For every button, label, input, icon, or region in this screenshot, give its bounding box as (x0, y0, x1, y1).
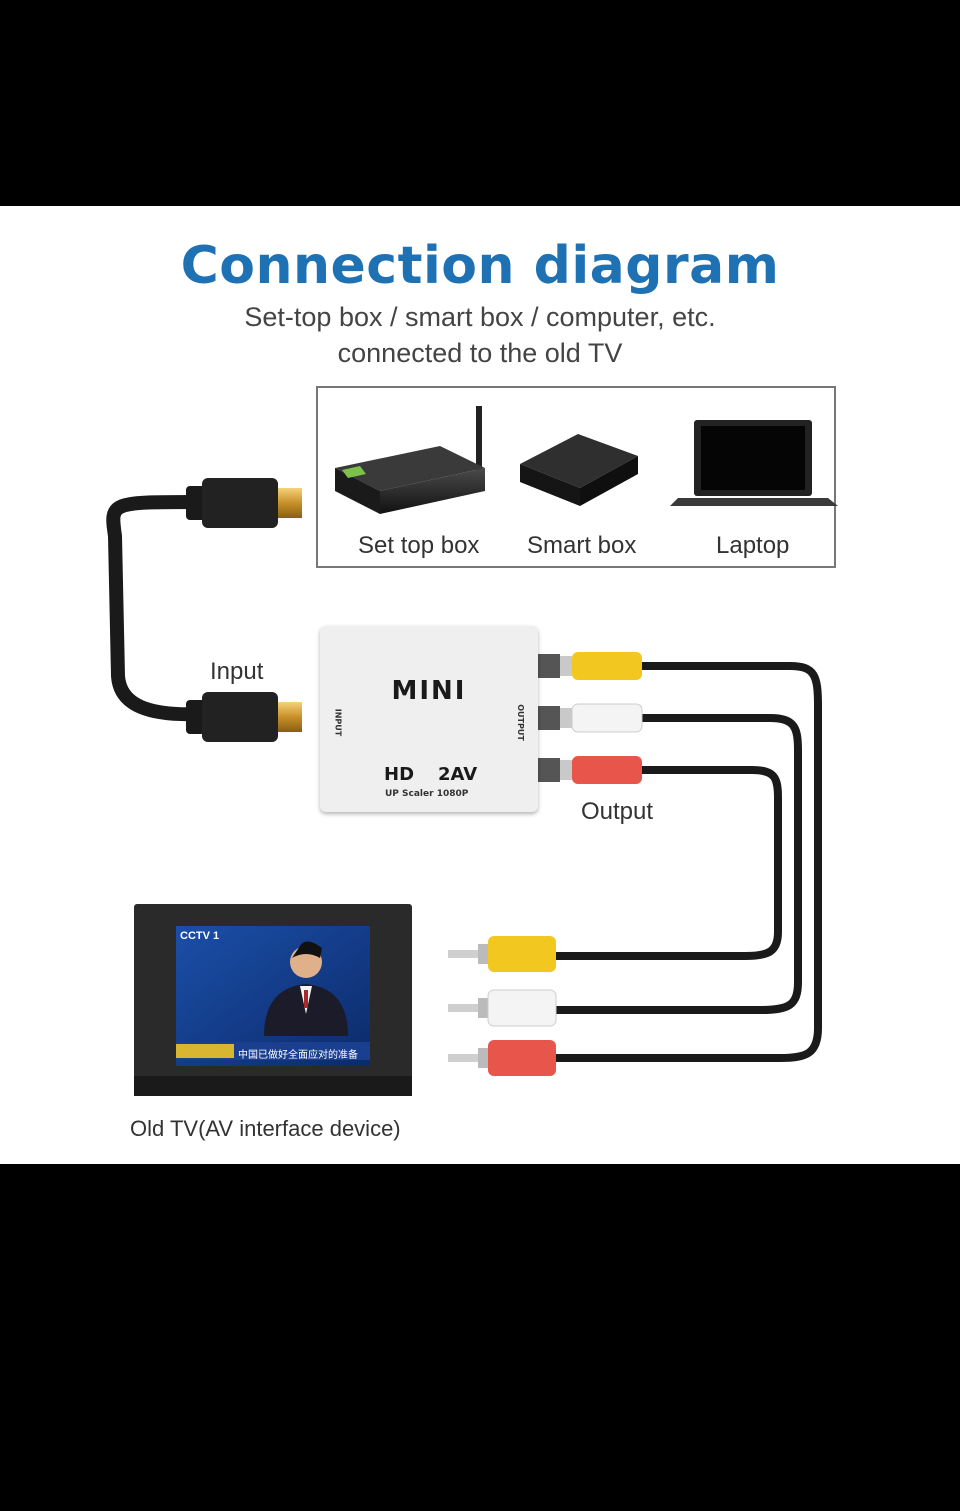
output-label: Output (581, 798, 654, 825)
output-rca-cables (555, 662, 822, 1062)
laptop-label: Laptop (716, 532, 790, 559)
converter-output-port-label: OUTPUT (515, 704, 525, 741)
diagram-panel: Connection diagram Set-top box / smart b… (0, 206, 960, 1164)
converter-hd-label: HD (384, 764, 415, 785)
smart-box-label: Smart box (527, 532, 637, 559)
converter-input-port-label: INPUT (333, 708, 343, 737)
converter-scaler-label: UP Scaler 1080P (385, 789, 469, 799)
set-top-box-label: Set top box (358, 532, 480, 559)
input-label: Input (210, 658, 264, 685)
source-devices-box (316, 386, 836, 568)
connection-artwork (106, 406, 838, 1096)
smart-box-icon (520, 434, 638, 506)
subtitle-line-1: Set-top box / smart box / computer, etc. (244, 302, 716, 332)
tv-rca-plugs (448, 936, 557, 1076)
laptop-icon (670, 420, 838, 506)
hdmi-cable (106, 478, 302, 742)
news-anchor-icon (264, 941, 348, 1036)
converter-av-label: 2AV (438, 764, 478, 785)
converter-brand: MINI (391, 676, 467, 706)
old-tv-icon (134, 904, 412, 1096)
diagram-title: Connection diagram (180, 236, 780, 296)
set-top-box-icon (335, 406, 485, 514)
tv-channel-logo: CCTV 1 (180, 930, 220, 942)
tv-label: Old TV(AV interface device) (130, 1116, 401, 1141)
tv-ticker-text: 中国已做好全面应对的准备 (238, 1050, 358, 1061)
hdmi-to-av-converter: MINI INPUT OUTPUT HD 2AV UP Scaler 1080P (320, 626, 538, 812)
converter-rca-plugs (538, 652, 643, 784)
subtitle-line-2: connected to the old TV (337, 338, 623, 368)
